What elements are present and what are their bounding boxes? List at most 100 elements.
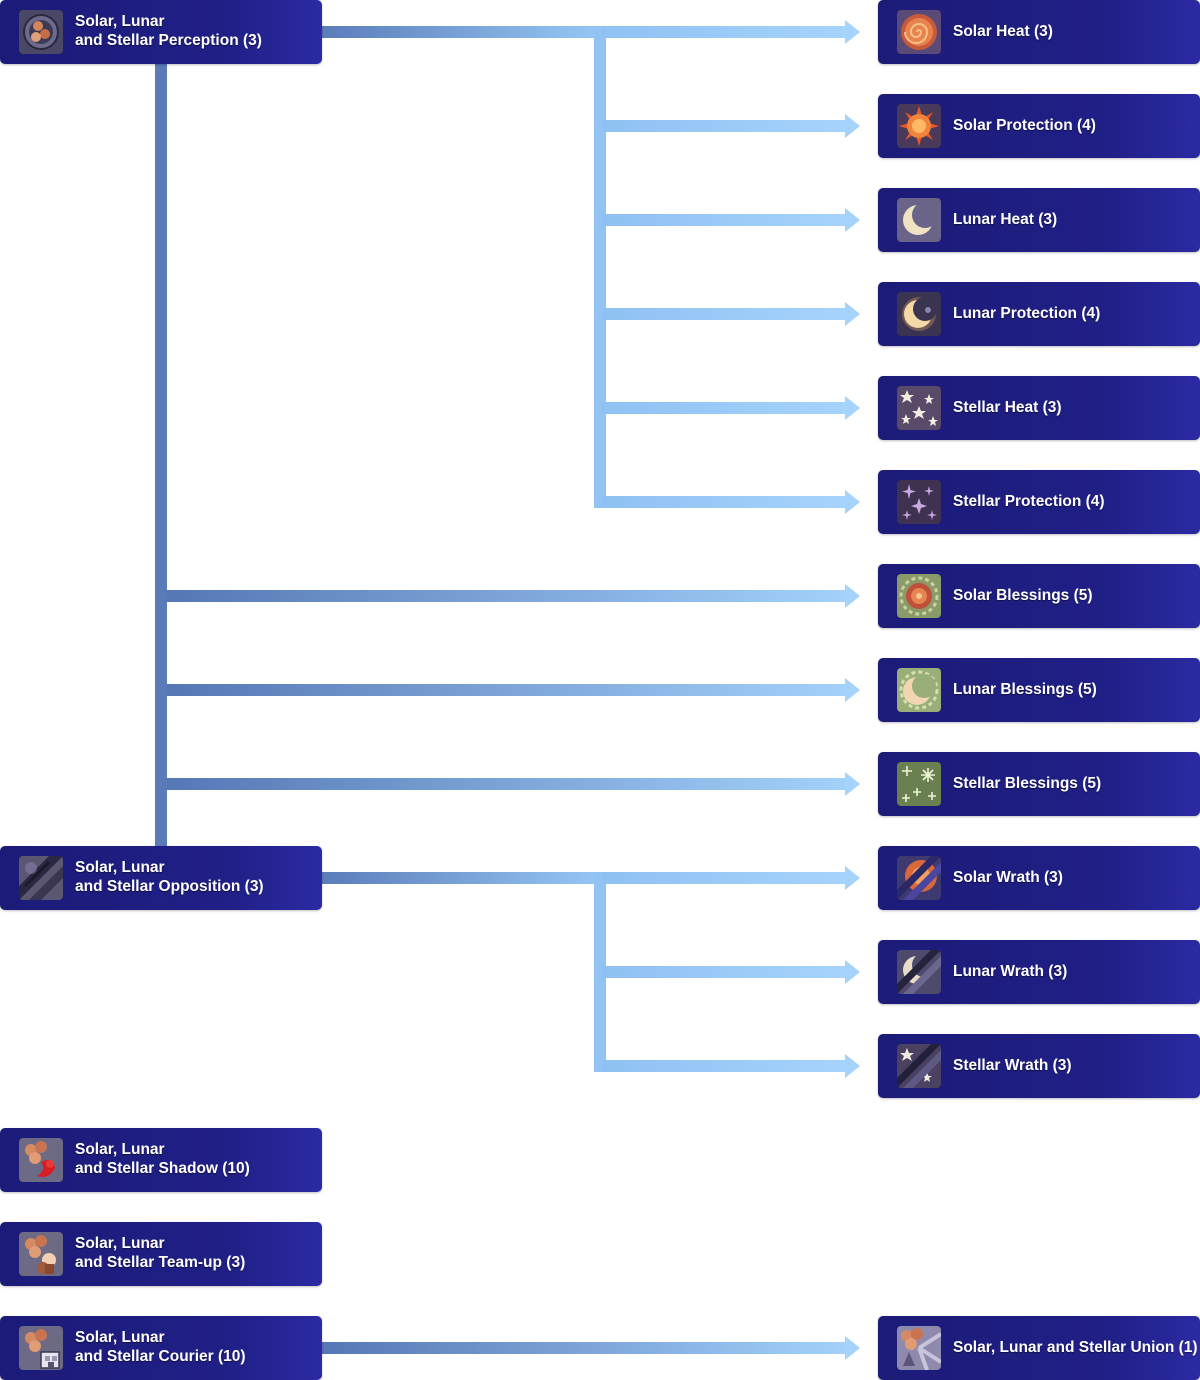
arrow-stellar-blessings bbox=[167, 778, 847, 790]
orbs-shadow-icon bbox=[19, 1138, 63, 1182]
crescent-moon-glow-icon bbox=[897, 292, 941, 336]
node-solar-wrath[interactable]: Solar Wrath (3) bbox=[878, 846, 1200, 910]
arrowhead-stellar-heat bbox=[845, 396, 860, 420]
node-teamup-line1: Solar, Lunar bbox=[75, 1235, 165, 1252]
star-sparkles-icon bbox=[897, 762, 941, 806]
connector-perception-out bbox=[322, 26, 602, 38]
arrow-union bbox=[322, 1342, 847, 1354]
node-perception-line2: and Stellar Perception (3) bbox=[75, 32, 262, 49]
node-solar-heat[interactable]: Solar Heat (3) bbox=[878, 0, 1200, 64]
arrow-solar-heat bbox=[602, 26, 846, 38]
arrow-lunar-heat bbox=[602, 214, 846, 226]
node-courier-label: Solar, Lunar and Stellar Courier (10) bbox=[75, 1328, 314, 1366]
node-lunar-wrath[interactable]: Lunar Wrath (3) bbox=[878, 940, 1200, 1004]
node-stellar-blessings[interactable]: Stellar Blessings (5) bbox=[878, 752, 1200, 816]
arrow-stellar-wrath bbox=[602, 1060, 846, 1072]
crescent-moon-icon bbox=[897, 198, 941, 242]
orbs-courier-icon bbox=[19, 1326, 63, 1370]
node-lunar-blessings[interactable]: Lunar Blessings (5) bbox=[878, 658, 1200, 722]
node-lunar-blessings-label: Lunar Blessings (5) bbox=[953, 681, 1097, 698]
node-perception-line1: Solar, Lunar bbox=[75, 13, 165, 30]
arrowhead-solar-wrath bbox=[845, 866, 860, 890]
sun-icon bbox=[897, 104, 941, 148]
node-lunar-protection[interactable]: Lunar Protection (4) bbox=[878, 282, 1200, 346]
node-courier-line2: and Stellar Courier (10) bbox=[75, 1348, 246, 1365]
node-solar-heat-label: Solar Heat (3) bbox=[953, 23, 1053, 40]
node-perception[interactable]: Solar, Lunar and Stellar Perception (3) bbox=[0, 0, 322, 64]
node-stellar-heat-label: Stellar Heat (3) bbox=[953, 399, 1062, 416]
orbs-union-icon bbox=[897, 1326, 941, 1370]
node-shadow-line1: Solar, Lunar bbox=[75, 1141, 165, 1158]
stars-slash-icon bbox=[897, 1044, 941, 1088]
moon-slash-icon bbox=[897, 950, 941, 994]
sparkle-stars-icon bbox=[897, 480, 941, 524]
arrowhead-lunar-protection bbox=[845, 302, 860, 326]
node-lunar-heat-label: Lunar Heat (3) bbox=[953, 211, 1058, 228]
node-courier-line1: Solar, Lunar bbox=[75, 1329, 165, 1346]
arrows-wrath-group bbox=[602, 872, 846, 1072]
arrowhead-lunar-wrath bbox=[845, 960, 860, 984]
node-union-label: Solar, Lunar and Stellar Union (1) bbox=[953, 1339, 1198, 1356]
node-solar-protection-label: Solar Protection (4) bbox=[953, 117, 1096, 134]
arrowhead-solar-heat bbox=[845, 20, 860, 44]
node-teamup-line2: and Stellar Team-up (3) bbox=[75, 1254, 246, 1271]
node-union[interactable]: Solar, Lunar and Stellar Union (1) bbox=[878, 1316, 1200, 1380]
node-solar-wrath-label: Solar Wrath (3) bbox=[953, 869, 1063, 886]
node-stellar-blessings-label: Stellar Blessings (5) bbox=[953, 775, 1102, 792]
arrow-solar-protection bbox=[602, 120, 846, 132]
node-opposition-line1: Solar, Lunar bbox=[75, 859, 165, 876]
arrowhead-solar-protection bbox=[845, 114, 860, 138]
node-courier[interactable]: Solar, Lunar and Stellar Courier (10) bbox=[0, 1316, 322, 1380]
node-solar-protection[interactable]: Solar Protection (4) bbox=[878, 94, 1200, 158]
arrowhead-stellar-wrath bbox=[845, 1054, 860, 1078]
arrowheads bbox=[845, 20, 860, 1360]
arrowhead-solar-blessings bbox=[845, 584, 860, 608]
connector-opposition-out bbox=[322, 872, 602, 884]
branch-opposition-vertical bbox=[594, 872, 606, 1072]
arrows-blessings-group bbox=[167, 590, 847, 790]
arrow-stellar-protection bbox=[602, 496, 846, 508]
node-shadow-line2: and Stellar Shadow (10) bbox=[75, 1160, 250, 1177]
node-teamup-label: Solar, Lunar and Stellar Team-up (3) bbox=[75, 1234, 314, 1272]
sun-slash-icon bbox=[897, 856, 941, 900]
arrow-solar-blessings bbox=[167, 590, 847, 602]
stars-icon bbox=[897, 386, 941, 430]
arrowhead-stellar-blessings bbox=[845, 772, 860, 796]
node-stellar-wrath-label: Stellar Wrath (3) bbox=[953, 1057, 1072, 1074]
node-opposition-line2: and Stellar Opposition (3) bbox=[75, 878, 264, 895]
arrow-lunar-protection bbox=[602, 308, 846, 320]
arrow-lunar-wrath bbox=[602, 966, 846, 978]
node-solar-blessings[interactable]: Solar Blessings (5) bbox=[878, 564, 1200, 628]
node-perception-label: Solar, Lunar and Stellar Perception (3) bbox=[75, 12, 314, 50]
node-teamup[interactable]: Solar, Lunar and Stellar Team-up (3) bbox=[0, 1222, 322, 1286]
moon-wreath-icon bbox=[897, 668, 941, 712]
spiral-sun-icon bbox=[897, 10, 941, 54]
node-stellar-wrath[interactable]: Stellar Wrath (3) bbox=[878, 1034, 1200, 1098]
node-solar-blessings-label: Solar Blessings (5) bbox=[953, 587, 1093, 604]
sun-wreath-icon bbox=[897, 574, 941, 618]
trunk-perception-opposition bbox=[155, 62, 167, 848]
branch-perception-vertical bbox=[594, 26, 606, 508]
split-slash-icon bbox=[19, 856, 63, 900]
node-shadow[interactable]: Solar, Lunar and Stellar Shadow (10) bbox=[0, 1128, 322, 1192]
orbs-in-circle-icon bbox=[19, 10, 63, 54]
node-stellar-protection[interactable]: Stellar Protection (4) bbox=[878, 470, 1200, 534]
node-lunar-wrath-label: Lunar Wrath (3) bbox=[953, 963, 1068, 980]
arrowhead-lunar-blessings bbox=[845, 678, 860, 702]
node-opposition[interactable]: Solar, Lunar and Stellar Opposition (3) bbox=[0, 846, 322, 910]
arrowhead-lunar-heat bbox=[845, 208, 860, 232]
arrows-perception-group bbox=[602, 26, 846, 508]
orbs-team-icon bbox=[19, 1232, 63, 1276]
node-stellar-heat[interactable]: Stellar Heat (3) bbox=[878, 376, 1200, 440]
arrow-solar-wrath bbox=[602, 872, 846, 884]
arrow-stellar-heat bbox=[602, 402, 846, 414]
arrowhead-stellar-protection bbox=[845, 490, 860, 514]
arrowhead-union bbox=[845, 1336, 860, 1360]
arrow-lunar-blessings bbox=[167, 684, 847, 696]
node-lunar-heat[interactable]: Lunar Heat (3) bbox=[878, 188, 1200, 252]
node-stellar-protection-label: Stellar Protection (4) bbox=[953, 493, 1105, 510]
node-lunar-protection-label: Lunar Protection (4) bbox=[953, 305, 1101, 322]
node-shadow-label: Solar, Lunar and Stellar Shadow (10) bbox=[75, 1140, 314, 1178]
node-opposition-label: Solar, Lunar and Stellar Opposition (3) bbox=[75, 858, 314, 896]
